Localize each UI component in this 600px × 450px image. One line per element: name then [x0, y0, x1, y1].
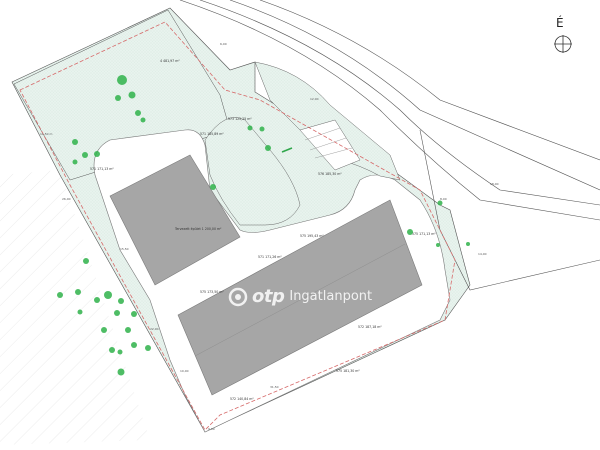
plot-label: 571 171,26 m² — [258, 255, 282, 259]
tree-icon — [131, 311, 137, 317]
otp-logo-icon — [228, 287, 248, 306]
tree-icon — [104, 291, 112, 299]
tree-icon — [466, 242, 470, 246]
tree-icon — [94, 151, 100, 157]
tree-icon — [82, 152, 88, 158]
plot-label: 572 140,84 m² — [230, 397, 254, 401]
plot-label: 573 125,25 m² — [228, 117, 252, 121]
tree-icon — [265, 145, 271, 151]
external-road — [179, 0, 600, 291]
plot-label: 576 185,30 m² — [318, 172, 342, 176]
tree-icon — [114, 310, 120, 316]
plot-label: 4 481,97 m² — [160, 59, 180, 63]
plot-label: 575 195,43 m² — [300, 234, 324, 238]
dimension-label: 6,00 — [220, 42, 227, 46]
dimension-labels: 11,50 m 6,00 12,00 15,50 22,00 8,00 10,0… — [40, 42, 499, 431]
tree-icon — [407, 229, 413, 235]
plot-label: 571 185,89 m² — [200, 132, 224, 136]
watermark-brand: otp — [252, 286, 285, 307]
tree-icon — [436, 243, 440, 247]
plot-label: 575 181,30 m² — [336, 369, 360, 373]
tree-icon — [72, 139, 78, 145]
dimension-label: 10,00 — [180, 369, 189, 373]
tree-icon — [259, 126, 265, 132]
tree-icon — [72, 159, 78, 165]
tree-icon — [210, 184, 216, 190]
dimension-label: 15,50 — [120, 247, 129, 251]
tree-icon — [57, 292, 63, 298]
tree-icon — [109, 347, 115, 353]
dimension-label: 22,00 — [150, 327, 159, 331]
tree-icon — [125, 327, 131, 333]
dimension-label: 11,50 m — [40, 132, 53, 136]
compass-icon — [554, 35, 572, 53]
watermark-text: Ingatlanpont — [289, 289, 373, 304]
tree-icon — [140, 117, 146, 123]
dimension-label: 31,50 — [270, 385, 279, 389]
plot-label: 571 171,13 m² — [90, 167, 114, 171]
dimension-label: 12,00 — [310, 97, 319, 101]
tree-icon — [247, 125, 253, 131]
trees — [57, 75, 470, 376]
tree-icon — [83, 258, 89, 264]
plot-label: 572 187,18 m² — [358, 325, 382, 329]
tree-icon — [437, 200, 443, 206]
tree-icon — [135, 110, 141, 116]
plot-boundary — [19, 21, 456, 431]
tree-icon — [115, 95, 121, 101]
tree-icon — [117, 75, 127, 85]
plot-label: 575 171,13 m² — [412, 232, 436, 236]
building-upper-label: Tervezett épület 1 200,00 m² — [174, 227, 222, 231]
left-neighbor-area — [0, 170, 150, 445]
tree-icon — [77, 309, 83, 315]
tree-icon — [101, 327, 107, 333]
north-label: É — [556, 16, 564, 30]
tree-icon — [145, 345, 151, 351]
dimension-label: 26,00 — [62, 197, 71, 201]
plot-labels: 4 481,97 m² 571 185,89 m² 573 125,25 m² … — [90, 59, 436, 401]
tree-icon — [117, 349, 123, 355]
tree-icon — [131, 342, 137, 348]
dimension-label: 9,00 — [208, 427, 215, 431]
green-island — [204, 117, 301, 226]
dimension-label: 14,00 — [478, 252, 487, 256]
building-lower — [177, 199, 423, 396]
green-marker — [281, 147, 293, 153]
dimension-label: 8,00 — [440, 197, 447, 201]
building-upper — [109, 154, 241, 286]
tree-icon — [75, 289, 81, 295]
tree-icon — [118, 298, 124, 304]
dimension-label: 18,00 — [490, 182, 499, 186]
tree-icon — [117, 368, 125, 376]
plot-label: 575 173,50 m² — [200, 290, 224, 294]
watermark: otp Ingatlanpont — [228, 286, 372, 307]
tree-icon — [94, 297, 100, 303]
parking-lot — [299, 119, 361, 171]
tree-icon — [128, 91, 136, 99]
